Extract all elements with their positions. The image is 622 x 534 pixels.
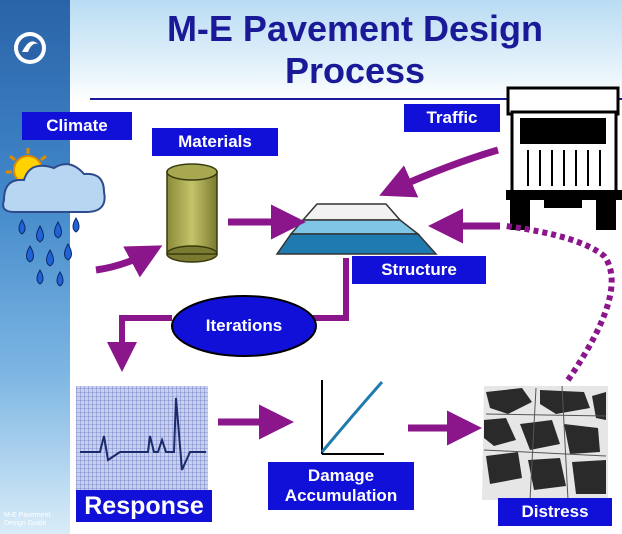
materials-cylinder-icon: [166, 163, 218, 263]
label-damage-accumulation: Damage Accumulation: [268, 462, 414, 510]
title-rule: [90, 98, 622, 100]
label-damage-line-2: Accumulation: [284, 486, 398, 505]
arrow-iterations-to-response: [107, 315, 172, 372]
label-distress: Distress: [498, 498, 612, 526]
sidebar: [0, 0, 70, 534]
label-climate: Climate: [22, 112, 132, 140]
page-title: M-E Pavement Design Process: [90, 8, 620, 92]
footer-caption: M-E Pavement Design Guide: [4, 512, 70, 528]
pavement-structure-icon: [275, 203, 438, 255]
connector-structure-to-iterations: [312, 258, 349, 321]
arrow-climate-to-materials: [95, 245, 163, 278]
label-response: Response: [76, 490, 212, 522]
dot-logo-icon: [14, 32, 46, 64]
response-chart-icon: [76, 386, 208, 490]
title-band: [70, 0, 622, 100]
damage-curve-icon: [320, 380, 384, 455]
label-structure: Structure: [352, 256, 486, 284]
footer-line-2: Design Guide: [4, 520, 47, 527]
label-traffic: Traffic: [404, 104, 500, 132]
truck-icon: [506, 86, 622, 230]
label-damage-line-1: Damage: [307, 466, 375, 485]
footer-line-1: M-E Pavement: [4, 512, 51, 519]
rain-cloud-icon: [2, 163, 106, 287]
iterations-ellipse: [171, 295, 317, 357]
label-materials: Materials: [152, 128, 278, 156]
title-line-1: M-E Pavement Design: [166, 8, 544, 49]
distress-feedback-dashed: [505, 223, 615, 382]
flow-arrows: [95, 146, 615, 446]
arrow-traffic-to-structure: [379, 146, 499, 198]
title-line-2: Process: [284, 50, 426, 91]
distress-pavement-icon: [482, 385, 608, 501]
label-iterations: Iterations: [205, 316, 283, 335]
